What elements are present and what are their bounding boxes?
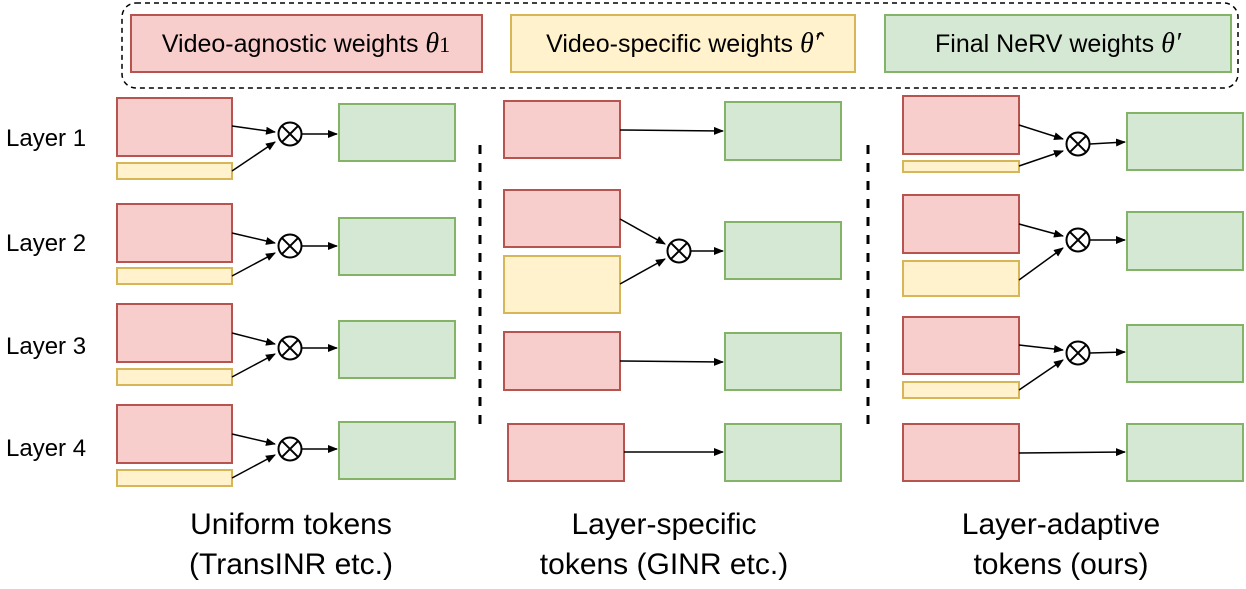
final-block (338, 103, 456, 162)
final-block (1126, 112, 1244, 171)
multiply-op (277, 436, 303, 462)
legend-final-swatch (884, 14, 1232, 73)
arrow (231, 353, 276, 378)
multiply-op (277, 121, 303, 147)
layer-label-4: Layer 4 (6, 435, 86, 462)
caption-specific-line1: Layer-specific (571, 508, 756, 541)
arrow (231, 125, 276, 135)
final-block (724, 101, 842, 161)
multiply-op (277, 233, 303, 259)
arrow (1018, 150, 1064, 167)
arrow (231, 141, 276, 172)
panel-layer-specific (503, 100, 842, 482)
legend-agnostic-swatch (130, 14, 483, 73)
agnostic-block (503, 100, 621, 159)
arrow (619, 126, 724, 135)
agnostic-block (503, 189, 621, 248)
final-block (338, 217, 456, 276)
legend-border (121, 2, 1239, 89)
arrow (1018, 124, 1064, 141)
caption-uniform-line2: (TransINR etc.) (189, 548, 393, 581)
agnostic-block (116, 203, 233, 263)
arrow (1018, 359, 1064, 391)
layer-label-3: Layer 3 (6, 333, 86, 360)
final-block (338, 421, 456, 480)
specific-token (116, 267, 233, 285)
specific-token (902, 160, 1020, 173)
agnostic-block (116, 303, 233, 363)
panel-layer-adaptive (902, 95, 1244, 482)
caption-adaptive-line1: Layer-adaptive (962, 508, 1160, 541)
final-block (1126, 211, 1244, 271)
specific-token (503, 255, 621, 314)
arrow (1018, 223, 1064, 238)
arrow (1089, 348, 1126, 357)
final-block (724, 332, 842, 391)
final-block (724, 221, 842, 280)
multiply-op (277, 335, 303, 361)
multiply-op (1065, 131, 1091, 157)
legend-specific-label: Video-specific weights θ̂′ (546, 28, 825, 59)
specific-token (116, 162, 233, 180)
arrow (231, 232, 276, 245)
panel-uniform (116, 97, 456, 487)
caption-specific-line2: tokens (GINR etc.) (540, 548, 788, 581)
agnostic-block (902, 194, 1020, 254)
arrow (619, 218, 666, 245)
specific-token (902, 260, 1020, 297)
legend-agnostic: Video-agnostic weights θ1 (130, 14, 483, 73)
arrow (231, 433, 276, 446)
multiply-op (666, 238, 692, 264)
final-block (1126, 423, 1244, 482)
agnostic-block (116, 97, 233, 157)
multiply-op (1065, 227, 1091, 253)
legend-final-label: Final NeRV weights θ′ (935, 28, 1182, 59)
arrow (1018, 448, 1126, 457)
arrow (231, 454, 276, 479)
multiply-op (1065, 340, 1091, 366)
final-block (1126, 324, 1244, 383)
arrow (231, 252, 276, 277)
specific-token (116, 469, 233, 487)
caption-adaptive-line2: tokens (ours) (973, 548, 1148, 581)
agnostic-block (507, 423, 625, 482)
legend-specific: Video-specific weights θ̂′ (510, 14, 856, 73)
arrow (231, 332, 276, 346)
final-block (338, 320, 456, 379)
arrow (1018, 344, 1064, 353)
arrow (1018, 247, 1064, 281)
agnostic-block (503, 331, 621, 391)
agnostic-block (902, 95, 1020, 155)
legend-agnostic-label: Video-agnostic weights θ1 (162, 28, 450, 59)
agnostic-block (116, 404, 233, 464)
arrow (619, 357, 724, 366)
agnostic-block (902, 316, 1020, 375)
specific-token (902, 381, 1020, 399)
caption-uniform-line1: Uniform tokens (190, 508, 392, 541)
layer-label-1: Layer 1 (6, 125, 86, 152)
arrow (619, 258, 666, 285)
legend-final: Final NeRV weights θ′ (884, 14, 1232, 73)
layer-label-2: Layer 2 (6, 230, 86, 257)
agnostic-block (902, 423, 1020, 482)
legend-specific-swatch (510, 14, 856, 73)
specific-token (116, 368, 233, 386)
final-block (724, 423, 842, 482)
arrow (1089, 138, 1126, 147)
